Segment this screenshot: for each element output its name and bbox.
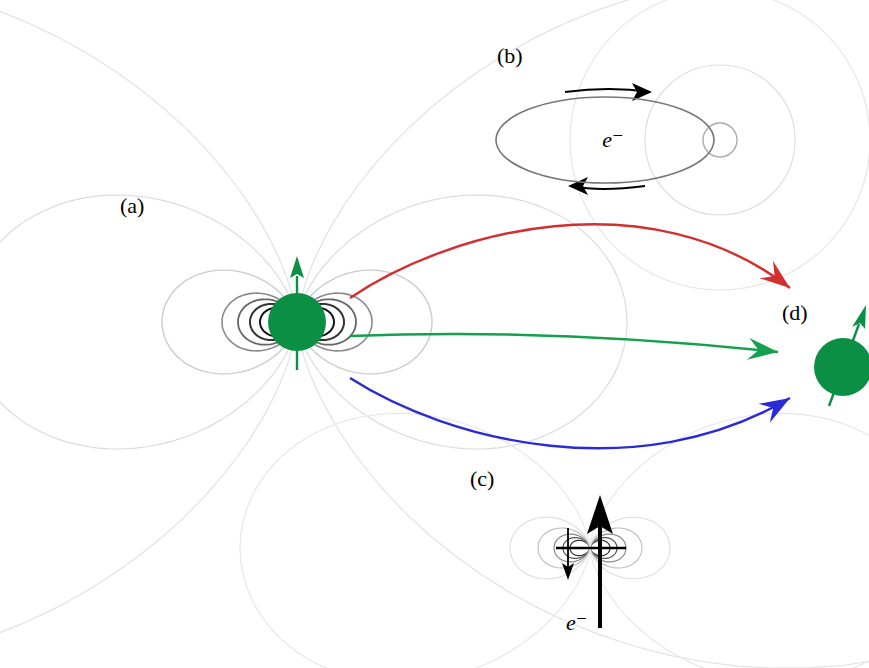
field-line <box>538 528 642 568</box>
orbit-arrowhead <box>568 177 588 195</box>
spin-arrow <box>829 324 859 406</box>
arrowhead <box>747 338 778 360</box>
tilted-nucleus: (d) <box>778 288 869 398</box>
moment-arrowhead <box>562 563 574 580</box>
spin-arrow <box>296 276 298 370</box>
nucleus: (a) <box>262 290 350 382</box>
field-circle <box>645 65 795 215</box>
panel-label: (d) <box>782 302 808 324</box>
connector-arrow <box>350 224 790 298</box>
connector-arrow <box>350 378 790 448</box>
field-line <box>240 413 869 668</box>
orbit-ellipse <box>496 97 714 183</box>
electron-symbol: e⁻ <box>602 129 623 151</box>
field-line <box>554 534 626 562</box>
node-shape <box>262 290 350 382</box>
panel-label: (a) <box>120 195 144 217</box>
panel-label: (b) <box>497 45 523 67</box>
field-circle <box>703 123 737 157</box>
connector-line <box>350 334 778 352</box>
spin-field-lines <box>240 413 869 668</box>
field-line <box>162 270 432 374</box>
field-line <box>0 195 627 449</box>
spin-arrowhead <box>290 256 304 278</box>
spin-arrow <box>598 518 602 628</box>
arrowhead <box>759 398 790 423</box>
connector-arrow <box>350 334 778 360</box>
nucleus-circle <box>814 338 869 396</box>
spin-arrows <box>556 495 626 628</box>
moment-arrow <box>567 528 569 568</box>
connector-line <box>350 224 790 298</box>
axis-line <box>556 547 626 550</box>
electron-orbit: (b)e⁻ <box>495 96 715 184</box>
spin-arrowhead <box>852 305 866 329</box>
arrowhead <box>760 261 791 288</box>
connector-line <box>350 378 790 448</box>
spin-arrowhead <box>587 495 613 534</box>
panel-label: (c) <box>470 468 494 490</box>
electron-symbol: e⁻ <box>566 612 587 634</box>
